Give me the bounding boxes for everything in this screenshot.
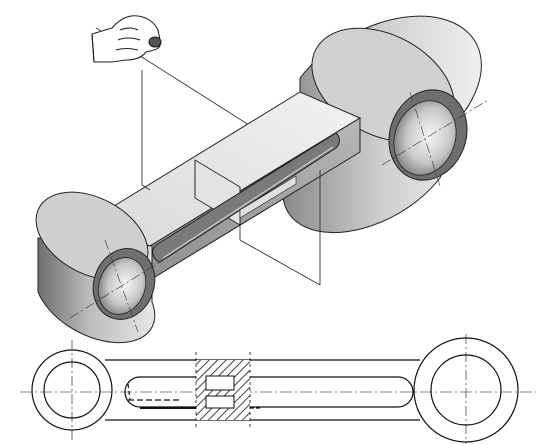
left-boss [35,191,177,344]
cutting-plane-front [141,170,321,286]
hand-icon [91,15,162,63]
connecting-beam [86,91,362,281]
isometric-view [35,15,489,344]
hatching-pattern [196,360,250,420]
right-boss [282,15,489,234]
sectioned-plan-view [20,334,536,444]
